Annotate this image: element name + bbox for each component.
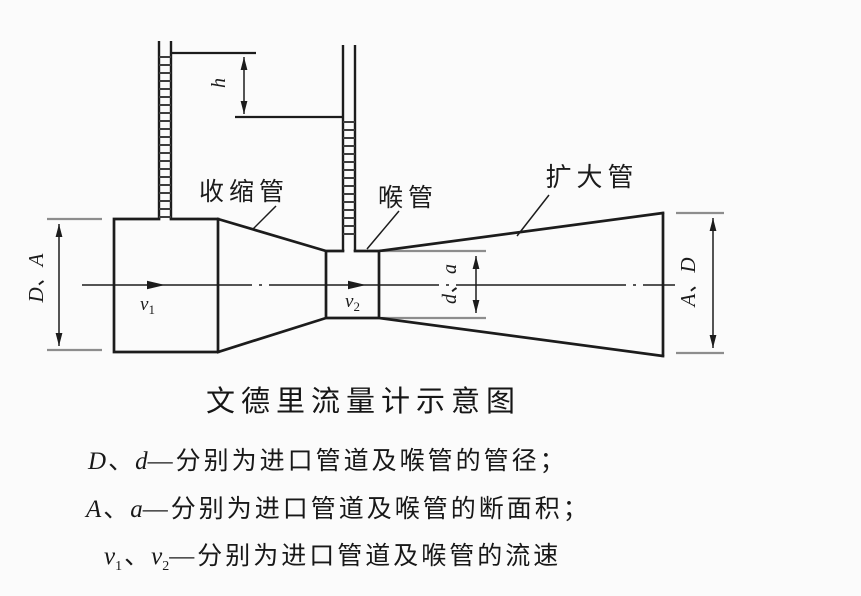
converging-tube-label: 收缩管 bbox=[199, 178, 289, 206]
inlet-diameter-dimension: D、A bbox=[24, 224, 63, 346]
legend-subscript-1: 1 bbox=[115, 559, 123, 574]
diverging-tube-label: 扩大管 bbox=[545, 163, 638, 192]
legend-subscript-2: 2 bbox=[162, 559, 170, 574]
legend-separator: 、 bbox=[124, 543, 150, 570]
flow-arrow-v1 bbox=[147, 280, 165, 290]
v1-subscript: 1 bbox=[148, 302, 155, 317]
piezometer-tube-inlet bbox=[157, 41, 256, 219]
venturi-flowmeter-diagram: h D、A A、D d、a v1 v2 bbox=[24, 41, 724, 358]
converging-leader-line bbox=[252, 205, 277, 230]
legend-separator: 、 bbox=[103, 496, 129, 523]
outlet-dimension-label: A、D bbox=[676, 258, 700, 309]
diverging-leader-line bbox=[516, 194, 550, 237]
pipe-outline bbox=[112, 211, 665, 358]
v2-base: v bbox=[345, 291, 354, 312]
legend-desc-areas: —分别为进口管道及喉管的断面积； bbox=[142, 496, 591, 523]
velocity-v1-label: v1 bbox=[140, 294, 155, 317]
legend-symbol-A: A bbox=[86, 496, 102, 523]
legend-symbol-v1: v bbox=[104, 543, 116, 570]
tube2-walls bbox=[341, 45, 357, 251]
throat-leader-line bbox=[366, 210, 400, 250]
tube1-liquid-column-hatch bbox=[159, 56, 171, 218]
tube2-liquid-column-hatch bbox=[343, 121, 355, 235]
flow-annotations: v1 v2 bbox=[140, 280, 366, 317]
figure-caption: 文德里流量计示意图 bbox=[206, 386, 522, 418]
outlet-diameter-dimension: A、D bbox=[676, 218, 717, 348]
inlet-dimension-label: D、A bbox=[24, 253, 48, 303]
throat-diameter-dimension: d、a bbox=[439, 256, 480, 313]
legend-separator: 、 bbox=[108, 448, 134, 475]
manometer-head-dimension: h bbox=[208, 57, 248, 114]
v2-subscript: 2 bbox=[353, 299, 360, 314]
throat-dimension-label: d、a bbox=[439, 264, 461, 304]
velocity-v2-label: v2 bbox=[345, 291, 360, 314]
legend-symbol-v2: v bbox=[151, 543, 163, 570]
legend-line-velocities: v1、v2—分别为进口管道及喉管的流速 bbox=[104, 536, 562, 574]
dimension-extension-ticks bbox=[47, 211, 724, 355]
legend-symbol-a: a bbox=[130, 496, 143, 523]
v1-base: v bbox=[140, 294, 149, 315]
piezometer-tube-throat bbox=[235, 45, 357, 251]
throat-tube-label: 喉管 bbox=[378, 184, 438, 212]
flow-arrow-v2 bbox=[348, 280, 366, 290]
part-labels: 收缩管 喉管 扩大管 bbox=[199, 163, 638, 250]
legend-line-areas: A、a—分别为进口管道及喉管的断面积； bbox=[86, 489, 591, 525]
legend-desc-diameters: —分别为进口管道及喉管的管径； bbox=[147, 448, 568, 475]
legend-desc-velocities: —分别为进口管道及喉管的流速 bbox=[169, 543, 562, 570]
h-dimension-label: h bbox=[208, 78, 230, 88]
legend-symbol-D: D bbox=[88, 448, 107, 475]
legend-line-diameters: D、d—分别为进口管道及喉管的管径； bbox=[88, 441, 568, 477]
legend-symbol-d: d bbox=[135, 448, 148, 475]
